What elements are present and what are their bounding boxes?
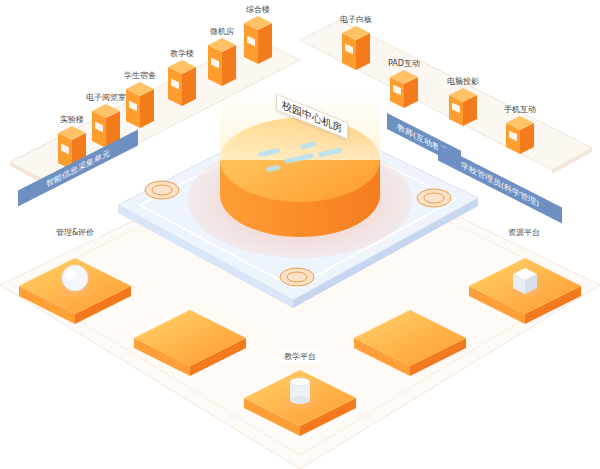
platform-label: 资源平台 bbox=[504, 226, 544, 239]
building-block: PAD互动 bbox=[387, 58, 421, 109]
block-label: 教学楼 bbox=[169, 48, 195, 59]
cube-icon bbox=[389, 69, 419, 109]
block-label: 综合楼 bbox=[245, 4, 271, 15]
cube-icon bbox=[243, 15, 273, 65]
cube-icon bbox=[167, 59, 197, 107]
building-block: 微机房 bbox=[207, 26, 237, 87]
cube-icon bbox=[341, 25, 371, 71]
block-label: PAD互动 bbox=[387, 58, 421, 69]
cube-icon bbox=[448, 87, 478, 127]
platform-name: 教学平台 bbox=[283, 351, 317, 362]
platform-tile bbox=[354, 310, 466, 376]
building-block: 教学楼 bbox=[167, 48, 197, 107]
platform-label: 教学平台 bbox=[280, 350, 320, 363]
block-label: 微机房 bbox=[209, 26, 235, 37]
room-tag: 校园中心机房 bbox=[276, 93, 348, 139]
building-block: 综合楼 bbox=[243, 4, 273, 65]
block-label: 电脑投影 bbox=[446, 76, 480, 87]
platform-tile bbox=[19, 258, 131, 324]
building-block: 学生宿舍 bbox=[123, 70, 157, 129]
block-label: 手机互动 bbox=[503, 104, 537, 115]
building-block: 电子白板 bbox=[339, 14, 373, 71]
role-band: 学校管理员(科学管理) bbox=[438, 144, 562, 223]
cube-icon bbox=[207, 37, 237, 87]
block-label: 电子阅览室 bbox=[85, 92, 127, 103]
cube-icon bbox=[125, 81, 155, 129]
platform-label: 管理&评价 bbox=[52, 226, 98, 239]
block-label: 电子白板 bbox=[339, 14, 373, 25]
platform-name: 管理&评价 bbox=[55, 227, 95, 238]
server-cylinder bbox=[188, 85, 412, 258]
room-label: 校园中心机房 bbox=[281, 98, 343, 134]
band-label: 学校管理员(科学管理) bbox=[460, 158, 540, 210]
block-label: 实验楼 bbox=[59, 114, 85, 125]
block-label: 学生宿舍 bbox=[123, 70, 157, 81]
cube-icon bbox=[505, 115, 535, 155]
platform-tile bbox=[469, 258, 581, 324]
platform-tile bbox=[134, 310, 246, 376]
platform-name: 资源平台 bbox=[507, 227, 541, 238]
building-block: 电脑投影 bbox=[446, 76, 480, 127]
platform-tile bbox=[244, 370, 356, 436]
building-block: 手机互动 bbox=[503, 104, 537, 155]
